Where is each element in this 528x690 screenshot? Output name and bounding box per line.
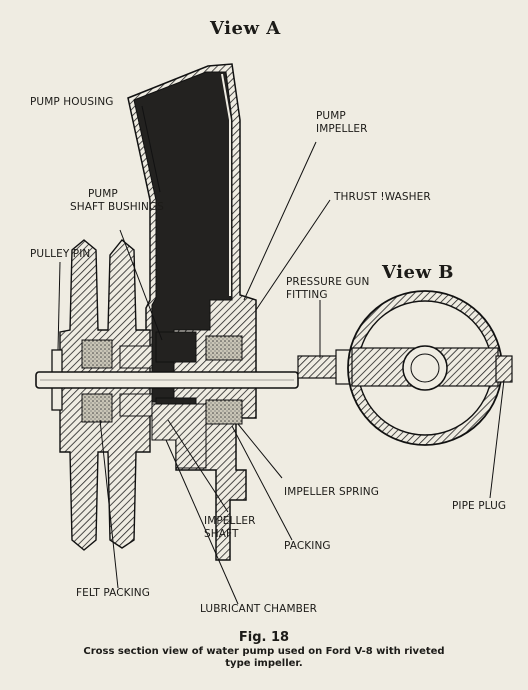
label-felt-packing: FELT PACKING: [76, 587, 150, 599]
pipe-plug: [495, 355, 513, 383]
figure-number: Fig. 18: [238, 630, 290, 645]
view-b-title: View B: [382, 262, 454, 283]
label-pump-housing: PUMP HOUSING: [30, 96, 114, 108]
label-pipe-plug: PIPE PLUG: [452, 500, 507, 512]
label-packing: PACKING: [284, 540, 331, 552]
view-b-section: [297, 290, 513, 446]
label-lubricant-chamber: LUBRICANT CHAMBER: [200, 603, 318, 615]
label-pulley-pin: PULLEY PIN: [30, 248, 91, 260]
figure-caption: Cross section view of water pump used on…: [83, 646, 445, 669]
impeller-spring: [205, 335, 243, 361]
label-impeller-spring: IMPELLER SPRING: [284, 486, 379, 498]
view-a-title: View A: [210, 18, 281, 39]
view-a-section: [35, 63, 299, 561]
label-thrust-washer: THRUST !WASHER: [334, 191, 431, 203]
label-pump-shaft-bushings: PUMP SHAFT BUSHINGS: [70, 188, 164, 213]
label-pump-impeller: PUMP IMPELLER: [316, 110, 368, 135]
pressure-gun-fitting: [297, 355, 339, 379]
label-impeller-shaft: IMPELLER SHAFT: [204, 515, 256, 540]
pump-shaft-bushings: [119, 345, 153, 369]
packing: [205, 399, 243, 425]
felt-packing: [81, 339, 113, 369]
leader-lines: [57, 105, 505, 605]
label-pressure-gun-fitting: PRESSURE GUN FITTING: [286, 276, 370, 301]
pump-impeller-body: [133, 71, 233, 403]
